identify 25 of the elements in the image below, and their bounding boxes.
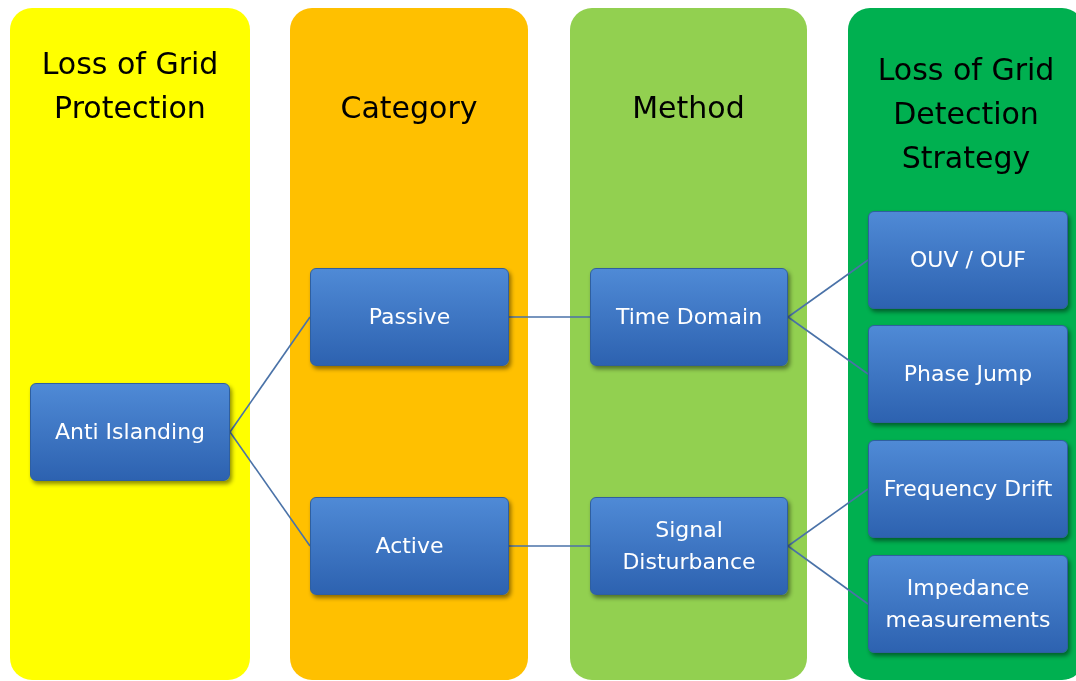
- column-heading: Loss of Grid Detection Strategy: [876, 51, 1056, 177]
- column-band: [10, 8, 250, 680]
- process-box: Phase Jump: [868, 325, 1068, 423]
- column-heading: Method: [631, 89, 746, 127]
- connector-line: [229, 316, 311, 433]
- process-box: Passive: [310, 268, 509, 366]
- process-box: Signal Disturbance: [590, 497, 788, 595]
- connector-line: [229, 431, 311, 547]
- column-band: [848, 8, 1076, 680]
- process-box: Active: [310, 497, 509, 595]
- process-box: Frequency Drift: [868, 440, 1068, 538]
- connector-line: [508, 545, 591, 547]
- process-box: Time Domain: [590, 268, 788, 366]
- column-band: [290, 8, 528, 680]
- column-heading: Loss of Grid Protection: [40, 45, 220, 127]
- connector-line: [508, 316, 591, 318]
- column-heading: Category: [339, 89, 479, 127]
- process-box: Anti Islanding: [30, 383, 230, 481]
- column-band: [570, 8, 807, 680]
- connector-line: [787, 545, 869, 605]
- process-box: OUV / OUF: [868, 211, 1068, 309]
- connector-line: [787, 259, 869, 318]
- process-box: Impedance measurements: [868, 555, 1068, 653]
- connector-line: [787, 316, 869, 375]
- connector-line: [787, 488, 869, 547]
